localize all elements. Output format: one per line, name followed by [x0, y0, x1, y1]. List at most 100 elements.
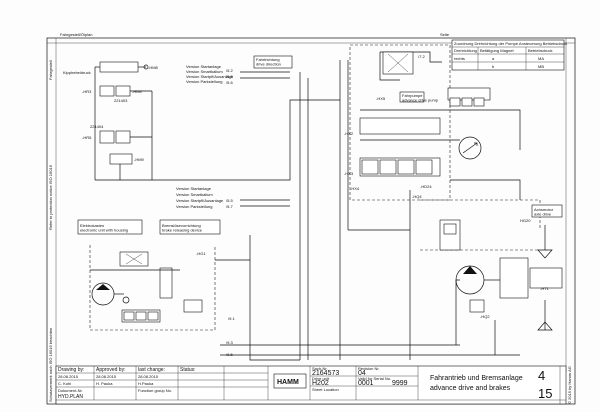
table-cell: MB: [538, 64, 544, 69]
revision: 04: [358, 370, 366, 377]
appr-name: H. Pauka: [96, 381, 113, 386]
vertical-copyright-text: © 2015 by Hamm AG: [567, 366, 572, 404]
status-label: Status:: [180, 367, 196, 373]
hamm-logo: [273, 373, 307, 389]
last-change-label: last change:: [138, 367, 165, 373]
serial-to: 9999: [392, 380, 408, 387]
approved-by-label: Approved by:: [96, 367, 125, 373]
version-text: Version Startanlage: [186, 64, 222, 69]
hm8-label: -HM8: [148, 65, 159, 70]
ref-72: /7.2: [418, 54, 425, 59]
vertical-protection-text: Schutzvermerk nach ISO 16016 beachten: [48, 328, 53, 402]
hydraulic-lines: [89, 51, 541, 361]
hm4-label: -HM4: [132, 89, 143, 94]
change-date: 28.08.2015: [138, 374, 159, 379]
ref-label: /5.5: [226, 198, 233, 203]
ht1-label: -HT1: [540, 286, 550, 291]
hg1-label: -HG1: [196, 251, 206, 256]
code-label: 221403: [114, 98, 128, 103]
version-text: Version Parkstellung: [186, 79, 222, 84]
table-cell: b: [492, 64, 495, 69]
vertical-protection-text-en: Refer to protection notice ISO 16016: [48, 164, 53, 230]
title-en: advance drive and brakes: [430, 385, 511, 392]
ref-91: /9.1: [228, 316, 235, 321]
ref-95: /9.5: [226, 352, 233, 357]
bremse-box: [159, 219, 221, 235]
hd24-label: -HD24: [420, 184, 432, 189]
fahrtrichtung-box: [253, 55, 293, 69]
version-text: Version Smartkalium: [186, 69, 223, 74]
change-name: H.Pauka: [138, 381, 154, 386]
hamm-logo-text: HAMM: [277, 379, 299, 386]
fahrpumpe-box: [399, 91, 425, 103]
ref-label: /5.2: [226, 68, 233, 73]
hq2-label: -HQ2: [480, 314, 490, 319]
hx4-label: -HX4: [350, 186, 360, 191]
table-cell: rechts: [454, 56, 465, 61]
version-text: Version Parkstellung: [176, 204, 212, 209]
hx3-label: -HX3: [344, 171, 354, 176]
hr3-label: -HR3: [82, 89, 92, 94]
hq4-label: -HQ4: [412, 194, 422, 199]
valid-label: Valid for Serial No.: [358, 376, 391, 381]
title-block: Drawing by: Approved by: last change: St…: [55, 365, 567, 405]
draw-name: C. Kohl: [58, 381, 71, 386]
revision-label: Revision Nr.: [358, 366, 380, 371]
title-de: Fahrantrieb und Bremsanlage: [430, 375, 523, 382]
draw-date: 28.08.2015: [58, 374, 79, 379]
ref-label: /5.7: [226, 204, 233, 209]
sheet-location: Sheet Location: [312, 387, 339, 392]
table-header-3: Betriebsdruck: [528, 48, 552, 53]
code-label: 221404: [90, 124, 104, 129]
hr5-label: -HR5: [82, 135, 92, 140]
elektro-box: [77, 219, 143, 235]
header-right-text: Seite: [440, 32, 450, 37]
ref-label: /5.5: [226, 74, 233, 79]
table-title: Zuordnung Drehrichtung der Pumpe Ansteue…: [454, 41, 567, 46]
version-text: Version Startpfl/Ausanlage: [176, 198, 224, 203]
hm9-label: -HM9: [134, 157, 145, 162]
appr-date: 28.08.2015: [96, 374, 117, 379]
version-block-bottom: Version Startanlage Version Smartkalium …: [176, 186, 290, 209]
doc-type: HYD.PLAN: [58, 394, 83, 400]
table-cell: a: [492, 56, 495, 61]
of-pages: 15: [538, 386, 552, 401]
drive: H202: [312, 380, 329, 387]
table-header-2: Betätigung Magnet: [480, 48, 514, 53]
pump-frame: [349, 44, 451, 201]
drive-pump-symbol: [458, 136, 482, 160]
drawing-by-label: Drawing by:: [58, 367, 84, 373]
version-text: Version Smartkalium: [176, 192, 213, 197]
kipphebel-label: Kipphebeldruck: [63, 70, 91, 75]
pump-direction-table: Zuordnung Drehrichtung der Pumpe Ansteue…: [451, 39, 567, 71]
doc-label: Dokument-Nr.: [58, 388, 83, 393]
part-no: 2164573: [312, 370, 339, 377]
version-block-top: Version Startanlage Version Smartkalium …: [186, 55, 293, 85]
ref-label: /5.6: [226, 80, 233, 85]
hx2-label: -HX2: [344, 131, 354, 136]
hg20-label: HG20: [520, 218, 531, 223]
page-number: 4: [538, 368, 545, 383]
serial-from: 0001: [358, 380, 374, 387]
func-group-label: Function group No.: [138, 388, 172, 393]
drive-label: Drive unit: [312, 376, 330, 381]
hx5-label: -HX5: [376, 96, 386, 101]
version-text: Version Startpfl/Ausanlage: [186, 74, 234, 79]
left-valve-cluster: Kipphebeldruck -HM8 -HR3 -HM4 221403 -HR…: [63, 61, 159, 180]
table-cell: MA: [538, 56, 544, 61]
header-left-text: Fahrgestell/Ölplan: [60, 32, 92, 37]
table-header-1: Drehrichtung: [454, 48, 477, 53]
vertical-edge-label: Fahrgestell: [48, 60, 53, 80]
ref-93: /9.3: [226, 340, 233, 345]
part-no-label: Sach-Nr.: [312, 366, 328, 371]
